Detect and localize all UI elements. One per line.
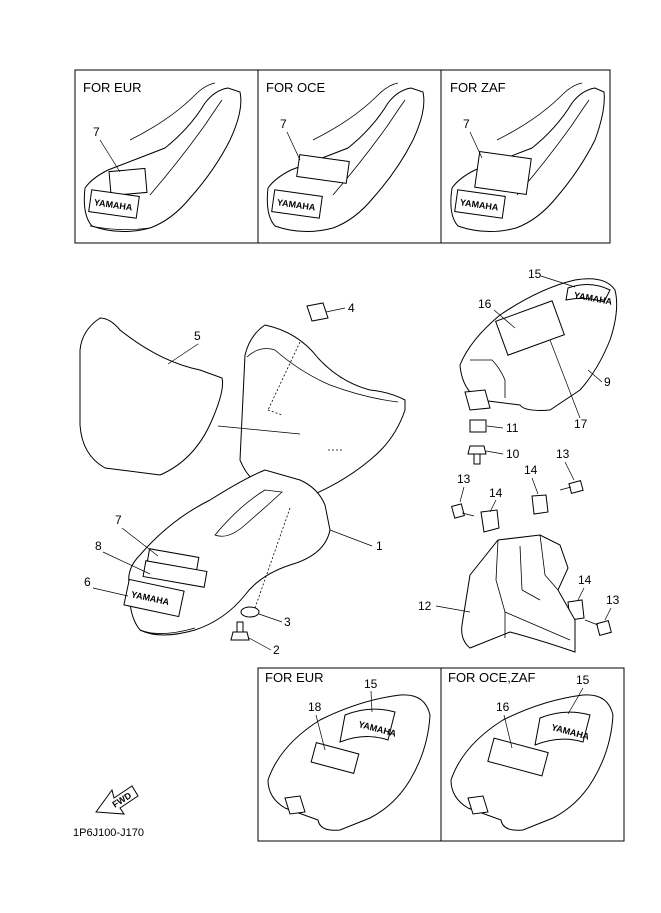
inset-title-oce: FOR OCE [266, 80, 326, 95]
part-14-clip-a [480, 509, 500, 533]
inset-bottom-tab-eur [284, 795, 306, 815]
part-4-clip [306, 302, 329, 322]
callout-13a: 13 [457, 472, 471, 486]
inset-callout-7-oce: 7 [280, 117, 287, 131]
part-15-logo-strip [565, 284, 611, 303]
inset-callout-7-zaf: 7 [463, 117, 470, 131]
callout-1: 1 [376, 539, 383, 553]
part-5-sheet [79, 317, 223, 476]
inset-logo-plate-zaf [454, 189, 506, 219]
main-assembly: 5 4 1 YAMAHA 7 8 6 3 [79, 301, 406, 657]
inset-bottom-eur: FOR EUR YAMAHA 15 18 [265, 670, 431, 831]
inset-for-zaf: FOR ZAF YAMAHA 7 [450, 80, 605, 232]
inset-bottom-callout-15-oce-zaf: 15 [576, 673, 590, 687]
callout-12: 12 [418, 599, 432, 613]
tail-mount-tab [464, 389, 491, 411]
inset-bottom-tab-oce-zaf [467, 795, 489, 815]
inset-callout-7-eur: 7 [93, 125, 100, 139]
inset-label-7-zaf [474, 150, 532, 196]
part-13-bolt-top [559, 480, 584, 494]
part-10-bolt-head [467, 445, 487, 455]
callout-13b: 13 [556, 447, 570, 461]
inset-bottom-strip-oce-zaf [534, 711, 591, 746]
callout-6: 6 [84, 575, 91, 589]
part-11-grommet [469, 419, 487, 433]
part-3-washer [240, 606, 260, 618]
callout-14b: 14 [524, 463, 538, 477]
tail-assembly: YAMAHA 15 16 9 17 11 10 13 13 [418, 267, 620, 653]
callout-11: 11 [506, 421, 519, 435]
part-10-bolt [473, 453, 481, 465]
inset-bottom-oce-zaf: FOR OCE,ZAF YAMAHA 15 16 [448, 670, 614, 831]
callout-4: 4 [348, 301, 355, 315]
callout-15: 15 [528, 267, 542, 281]
part-2-bolt [236, 621, 244, 633]
fwd-arrow-icon: FWD [95, 785, 139, 815]
callout-14a: 14 [489, 486, 503, 500]
callout-8: 8 [95, 539, 102, 553]
top-insets: FOR EUR YAMAHA 7 FOR OCE YAMAHA 7 FOR ZA… [74, 69, 611, 244]
callout-13c: 13 [606, 593, 620, 607]
part-13-bolt-left [451, 503, 475, 519]
inset-bottom-callout-18: 18 [308, 700, 322, 714]
part-13-bolt-right [584, 619, 612, 636]
callout-10: 10 [506, 447, 520, 461]
callout-9: 9 [604, 375, 611, 389]
inset-bottom-callout-15-eur: 15 [364, 677, 378, 691]
bottom-insets: FOR EUR YAMAHA 15 18 FOR OCE,ZAF YAMAHA … [257, 667, 625, 842]
top-inset-frame [74, 69, 611, 244]
inset-title-zaf: FOR ZAF [450, 80, 506, 95]
part-16-label [495, 300, 565, 356]
inset-for-oce: FOR OCE YAMAHA 7 [266, 80, 425, 232]
inset-logo-plate-oce [271, 189, 323, 219]
seat-label-8 [142, 560, 208, 588]
inset-logo-plate-eur [88, 189, 140, 219]
seat-cover [239, 324, 406, 501]
callout-7: 7 [115, 513, 122, 527]
part-14-clip-b [531, 494, 549, 515]
inset-bottom-title-eur: FOR EUR [265, 670, 324, 685]
inset-bottom-label-18 [310, 742, 360, 774]
seat-logo-plate [123, 578, 185, 618]
callout-3: 3 [284, 615, 291, 629]
diagram-code: 1P6J100-J170 [73, 827, 144, 839]
callout-2: 2 [273, 643, 280, 657]
callout-16: 16 [478, 297, 492, 311]
inset-bottom-label-16 [487, 737, 549, 777]
inset-label-7-eur [108, 167, 148, 197]
inset-label-7-oce [296, 154, 350, 184]
part-2-bolt-head [230, 631, 250, 641]
inset-for-eur: FOR EUR YAMAHA 7 [83, 80, 242, 232]
inset-bottom-strip-eur [339, 708, 396, 743]
callout-17: 17 [574, 417, 588, 431]
callout-14c: 14 [578, 573, 592, 587]
callout-5: 5 [194, 329, 201, 343]
inset-title-eur: FOR EUR [83, 80, 142, 95]
inset-bottom-callout-16: 16 [496, 700, 510, 714]
inset-bottom-title-oce-zaf: FOR OCE,ZAF [448, 670, 535, 685]
